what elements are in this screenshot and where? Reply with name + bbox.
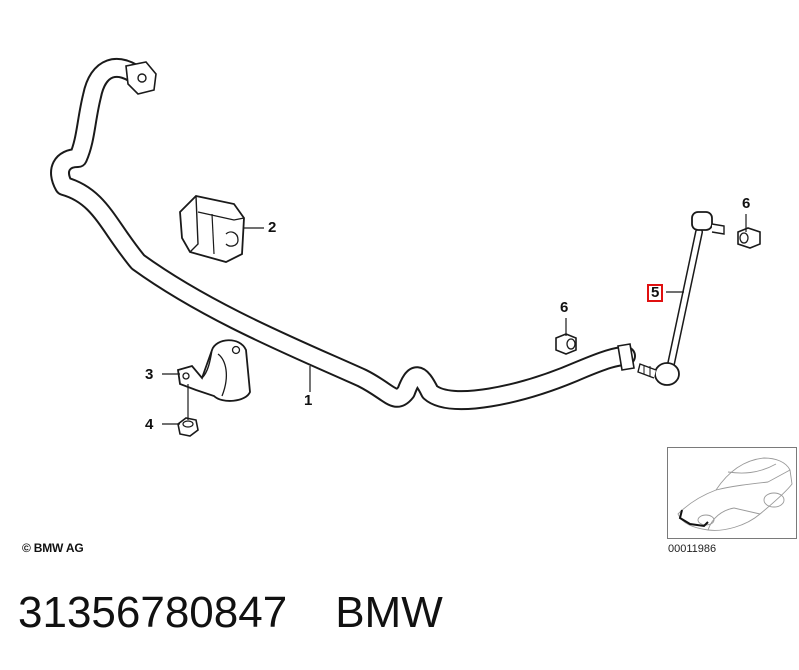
copyright-text: © BMW AG <box>22 541 84 555</box>
callout-3: 3 <box>145 366 154 383</box>
callout-6-lower: 6 <box>560 299 569 316</box>
image-number: 00011986 <box>668 543 717 555</box>
callout-5-highlighted: 5 <box>647 284 664 302</box>
callout-4: 4 <box>145 416 154 433</box>
footer: 31356780847 BMW <box>18 588 443 638</box>
callout-6-upper: 6 <box>742 195 751 212</box>
parts-diagram <box>0 0 761 437</box>
car-outline-icon <box>677 457 793 531</box>
stabilizer-bracket <box>176 339 251 402</box>
collar-nut-upper <box>737 227 761 249</box>
vehicle-location-thumbnail <box>667 447 797 539</box>
leader-lines <box>162 214 747 425</box>
callout-2: 2 <box>268 219 277 236</box>
callout-1: 1 <box>304 392 313 409</box>
rubber-mounting <box>179 195 245 263</box>
part-number: 31356780847 <box>18 588 288 637</box>
brand-name: BMW <box>335 588 443 637</box>
hex-nut <box>177 417 199 437</box>
stabilizer-link <box>637 211 725 386</box>
stabilizer-bar <box>60 62 634 400</box>
collar-nut-lower <box>555 333 577 355</box>
